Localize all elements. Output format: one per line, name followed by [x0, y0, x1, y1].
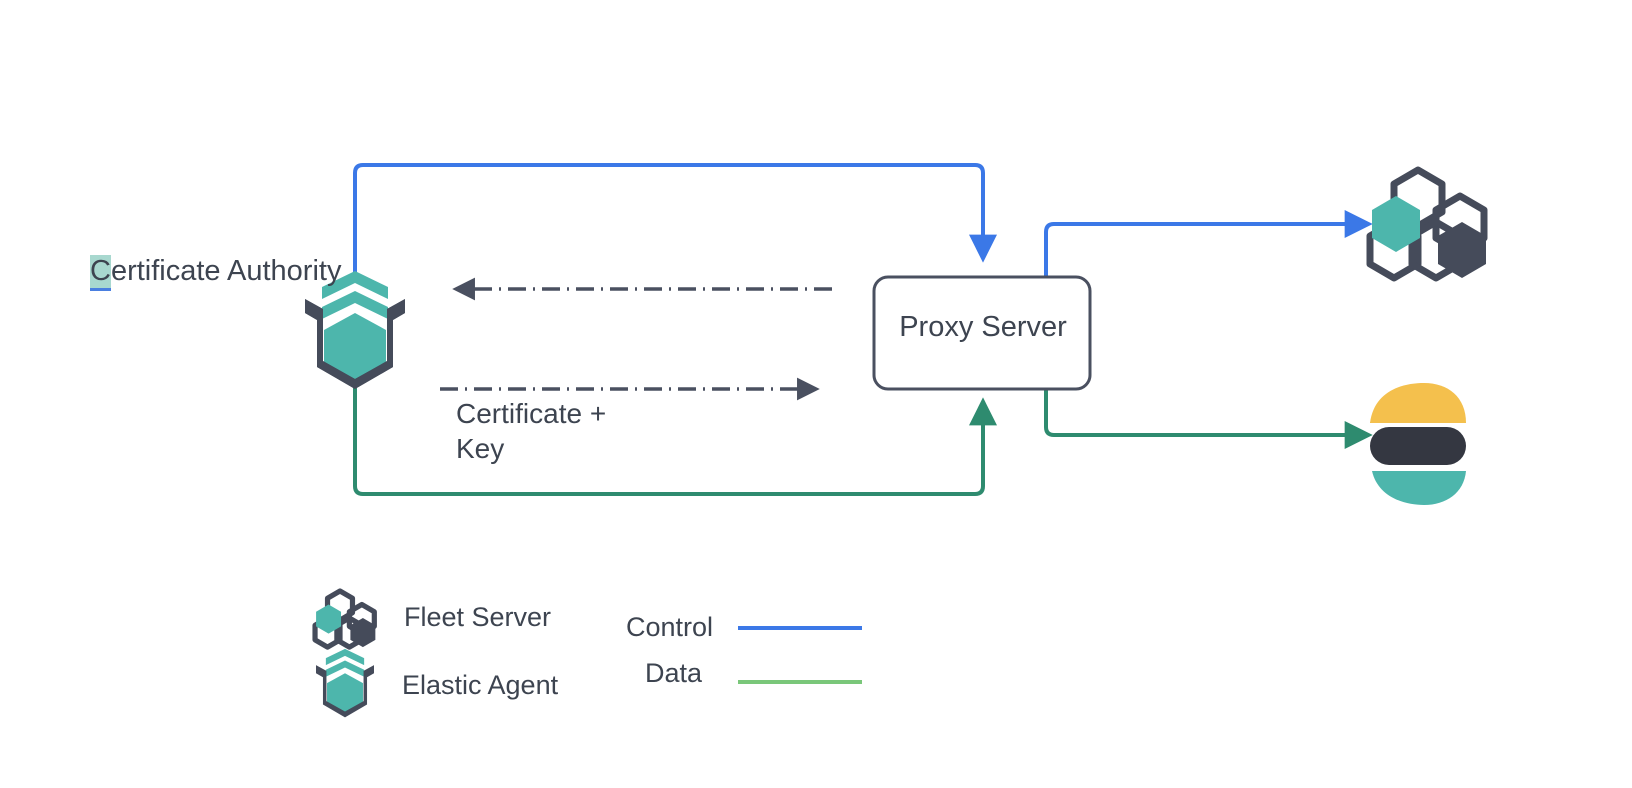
certificate-key-line-2: Key [456, 433, 505, 464]
certificate-key-line-1: Certificate + [456, 398, 607, 429]
legend-label-data: Data [645, 658, 703, 688]
selected-character: C [90, 255, 111, 291]
fleet-server-icon [1366, 166, 1488, 282]
certificate-key-edge-label: Certificate + Key [456, 396, 606, 466]
edge-control-agent-to-proxy [353, 163, 997, 282]
elasticsearch-icon [1370, 383, 1466, 505]
certificate-authority-label-rest: ertificate Authority [110, 255, 342, 287]
elastic-agent-icon [305, 271, 405, 389]
proxy-server-label: Proxy Server [899, 311, 1067, 343]
edge-data-agent-to-proxy [353, 378, 997, 496]
legend-label-elastic-agent: Elastic Agent [402, 670, 559, 700]
edge-data-proxy-to-elasticsearch [1044, 388, 1373, 449]
legend-label-control: Control [626, 612, 714, 642]
proxy-server-box[interactable] [872, 275, 1092, 391]
edge-control-proxy-to-fleet [1044, 210, 1373, 276]
certificate-authority-label: Certificate Authority [90, 254, 342, 291]
legend-label-fleet-server: Fleet Server [404, 602, 552, 632]
legend-elastic-agent-icon [316, 648, 374, 718]
legend-fleet-server-icon [312, 588, 377, 650]
